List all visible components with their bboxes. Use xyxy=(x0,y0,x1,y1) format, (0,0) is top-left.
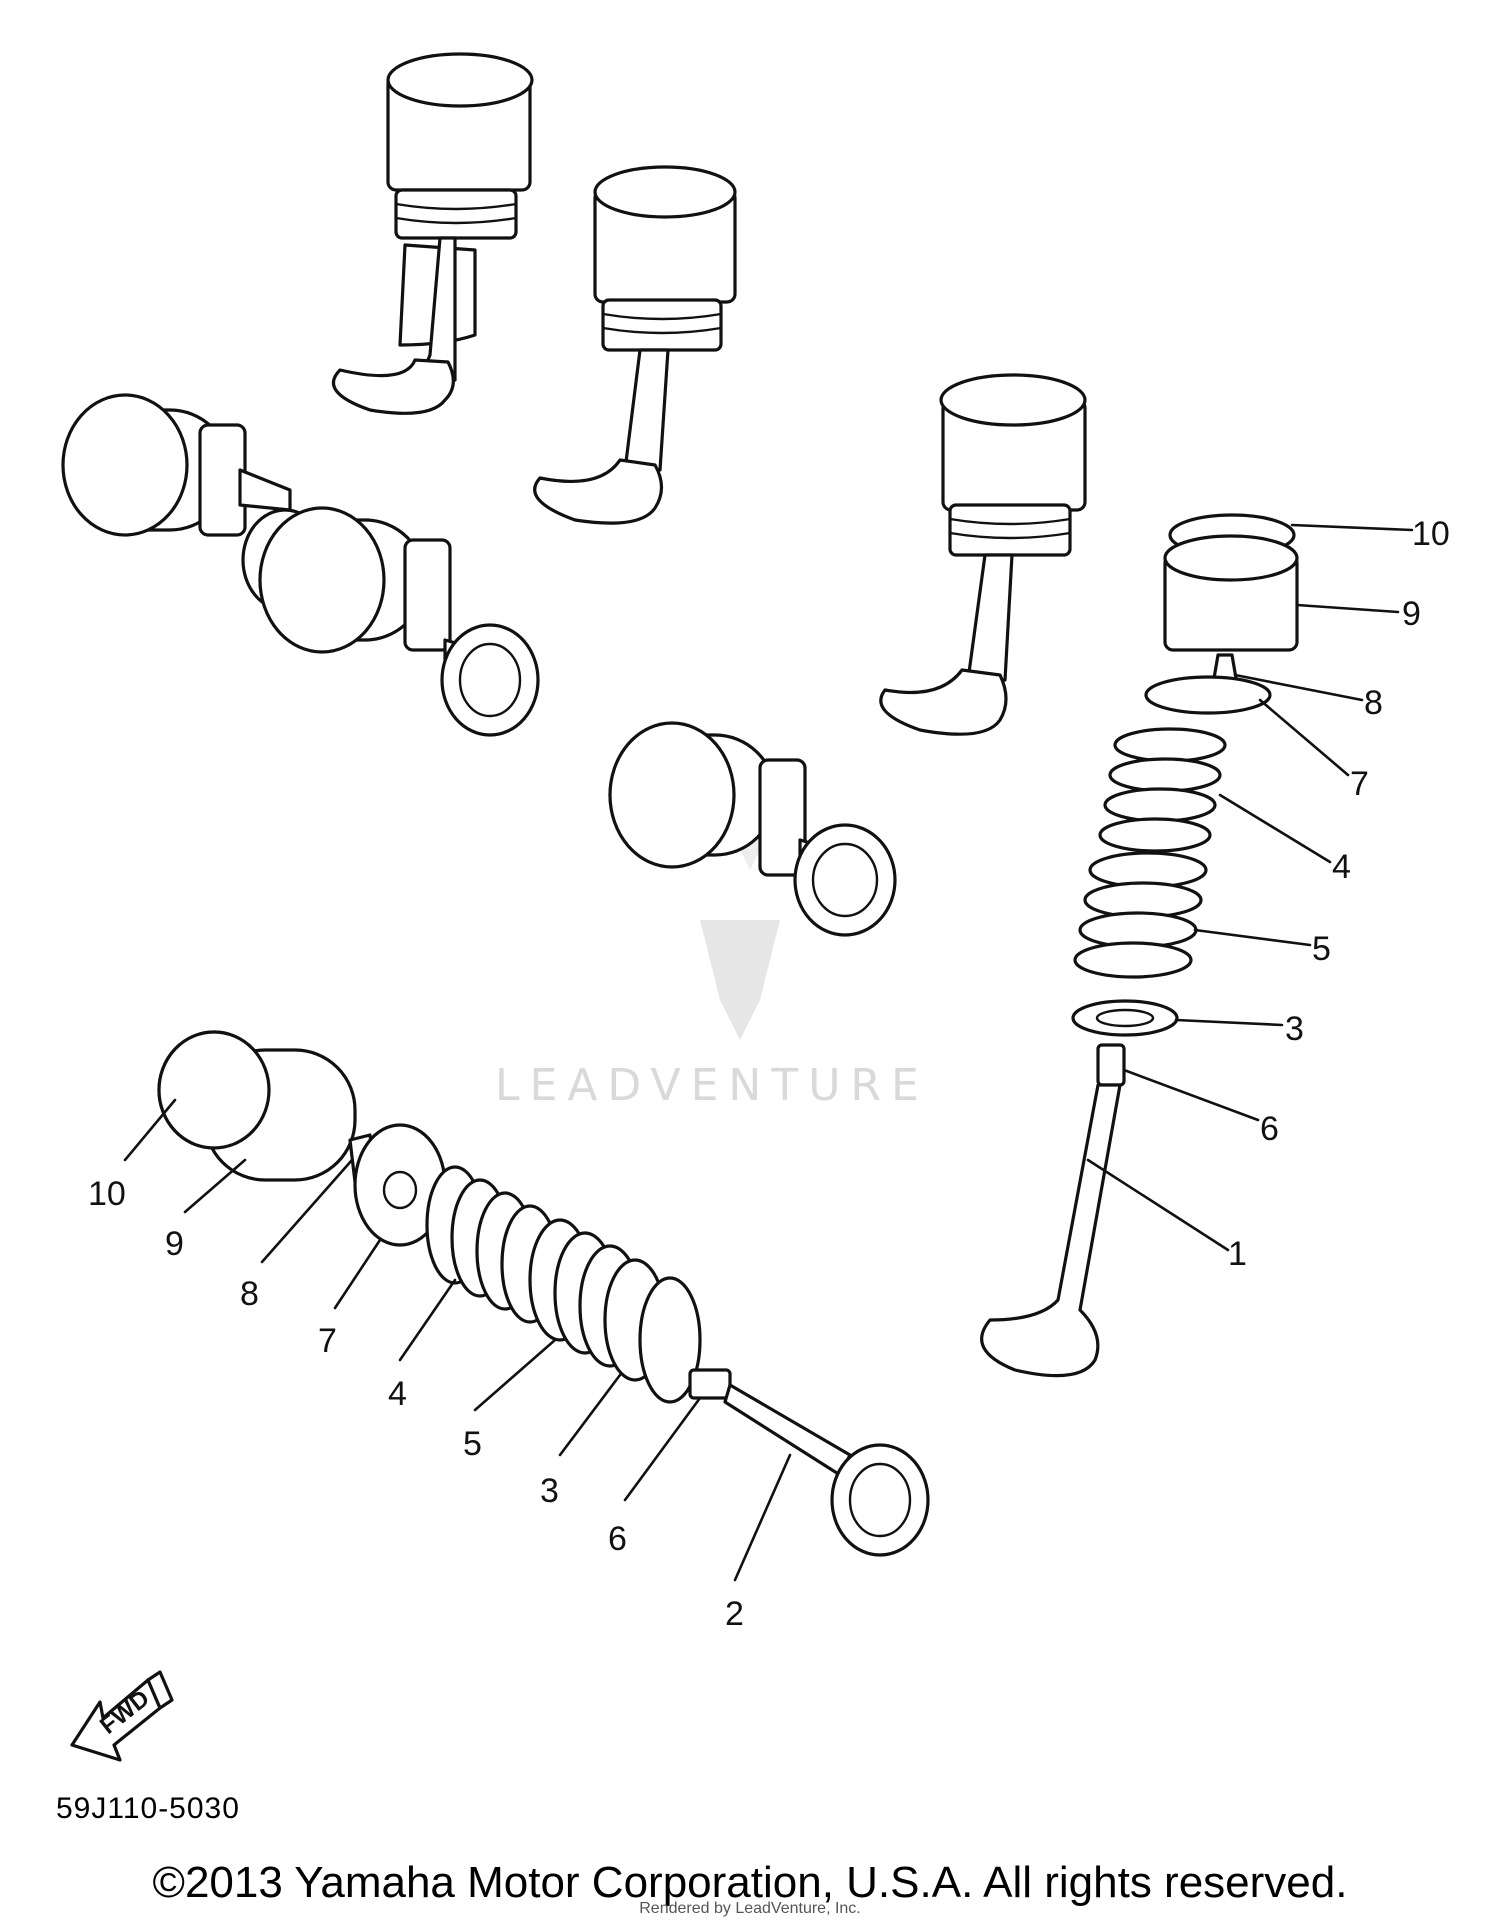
callout-right-9: 9 xyxy=(1402,595,1421,633)
exhaust-valve-set-center xyxy=(608,721,897,937)
spring-retainer-7 xyxy=(1144,675,1272,715)
callouts-left: 10 9 8 7 4 5 3 6 2 xyxy=(88,1175,744,1633)
watermark-text: LEADVENTURE xyxy=(495,1060,929,1111)
fwd-arrow-icon: FWD xyxy=(70,1670,174,1762)
callout-right-5: 5 xyxy=(1312,930,1331,968)
callout-left-8: 8 xyxy=(240,1275,259,1313)
callout-right-4: 4 xyxy=(1332,848,1351,886)
callout-left-6: 6 xyxy=(608,1520,627,1558)
callout-left-5: 5 xyxy=(463,1425,482,1463)
callout-left-9: 9 xyxy=(165,1225,184,1263)
callout-right-3: 3 xyxy=(1285,1010,1304,1048)
copyright-notice: ©2013 Yamaha Motor Corporation, U.S.A. A… xyxy=(152,1858,1348,1907)
callouts-right: 10 9 8 7 4 5 3 6 1 xyxy=(1228,515,1450,1273)
callout-left-2: 2 xyxy=(725,1595,744,1633)
spring-seat-3 xyxy=(1071,999,1179,1037)
rendered-by-note: Rendered by LeadVenture, Inc. xyxy=(639,1900,861,1917)
callout-right-6: 6 xyxy=(1260,1110,1279,1148)
exhaust-valve-1 xyxy=(980,1083,1122,1378)
inner-spring-5 xyxy=(1073,851,1208,979)
outer-spring-4 xyxy=(1098,727,1227,853)
diagram-code: 59J110-5030 xyxy=(56,1792,240,1825)
leadventure-watermark: LEADVENTURE xyxy=(495,800,929,1111)
callout-left-7: 7 xyxy=(318,1322,337,1360)
spring-seat-3-left xyxy=(638,1276,702,1404)
callout-right-1: 1 xyxy=(1228,1235,1247,1273)
intake-valve-set-top-right xyxy=(879,373,1087,736)
intake-valve-set-top-middle xyxy=(533,165,737,525)
exhaust-valve-set-left-2 xyxy=(258,506,540,737)
leader-lines xyxy=(123,523,1414,1582)
callout-left-10: 10 xyxy=(88,1175,126,1213)
exploded-valve-left xyxy=(157,1030,930,1557)
callout-right-7: 7 xyxy=(1350,765,1369,803)
callout-right-10: 10 xyxy=(1412,515,1450,553)
stem-seal-6-left xyxy=(688,1368,732,1400)
stem-seal-6 xyxy=(1096,1043,1126,1087)
exploded-valve-right xyxy=(980,513,1299,1378)
callout-left-4: 4 xyxy=(388,1375,407,1413)
callout-left-3: 3 xyxy=(540,1472,559,1510)
callout-right-8: 8 xyxy=(1364,684,1383,722)
intake-valve-set-top-left xyxy=(331,52,534,415)
